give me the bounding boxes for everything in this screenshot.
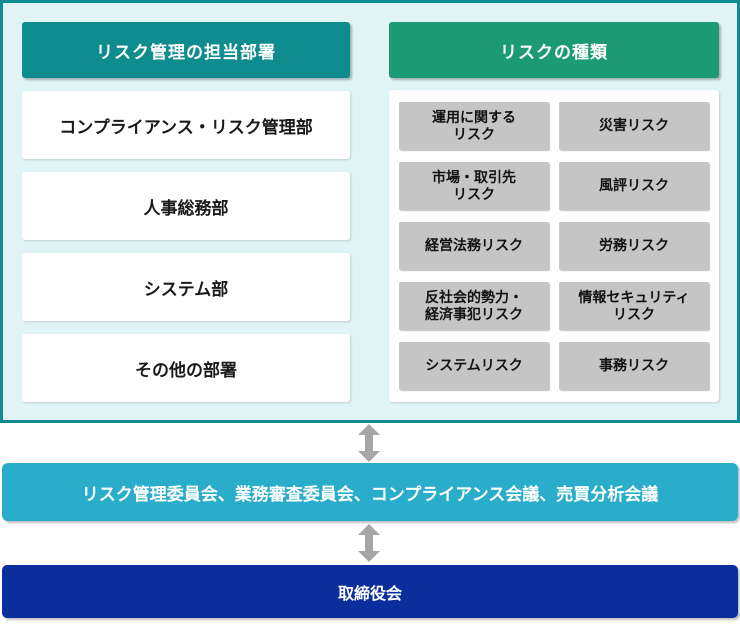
arrow-head-up [358, 424, 380, 435]
arrow-head-down [358, 551, 380, 562]
risk-types-column: リスクの種類 運用に関する リスク 災害リスク 市場・取引先 リスク 風評リスク… [389, 22, 719, 402]
committees-bar: リスク管理委員会、業務審査委員会、コンプライアンス会議、売買分析会議 [2, 463, 738, 521]
double-arrow-vertical-icon [358, 424, 380, 462]
department-box-hr-general-affairs: 人事総務部 [22, 172, 350, 240]
risk-box-antisocial-economic-crime: 反社会的勢力・ 経済事犯リスク [399, 282, 549, 330]
risk-types-header: リスクの種類 [389, 22, 719, 78]
risk-box-legal: 経営法務リスク [399, 222, 549, 270]
arrow-head-up [358, 524, 380, 535]
risk-management-panel: リスク管理の担当部署 コンプライアンス・リスク管理部 人事総務部 システム部 そ… [0, 0, 740, 423]
risk-box-system: システムリスク [399, 342, 549, 390]
risk-types-grid: 運用に関する リスク 災害リスク 市場・取引先 リスク 風評リスク 経営法務リス… [389, 90, 719, 402]
arrow-shaft [365, 435, 373, 451]
arrow-shaft [365, 535, 373, 551]
departments-header: リスク管理の担当部署 [22, 22, 350, 78]
departments-column: リスク管理の担当部署 コンプライアンス・リスク管理部 人事総務部 システム部 そ… [22, 22, 350, 402]
department-box-systems: システム部 [22, 253, 350, 321]
arrow-head-down [358, 451, 380, 462]
risk-box-labor: 労務リスク [559, 222, 709, 270]
risk-box-administrative: 事務リスク [559, 342, 709, 390]
department-box-other: その他の部署 [22, 334, 350, 402]
double-arrow-vertical-icon [358, 524, 380, 562]
risk-box-operations: 運用に関する リスク [399, 102, 549, 150]
risk-box-reputation: 風評リスク [559, 162, 709, 210]
risk-box-information-security: 情報セキュリティ リスク [559, 282, 709, 330]
risk-box-disaster: 災害リスク [559, 102, 709, 150]
risk-box-market-counterparty: 市場・取引先 リスク [399, 162, 549, 210]
board-of-directors-bar: 取締役会 [2, 565, 738, 618]
department-box-compliance-risk-management: コンプライアンス・リスク管理部 [22, 91, 350, 159]
